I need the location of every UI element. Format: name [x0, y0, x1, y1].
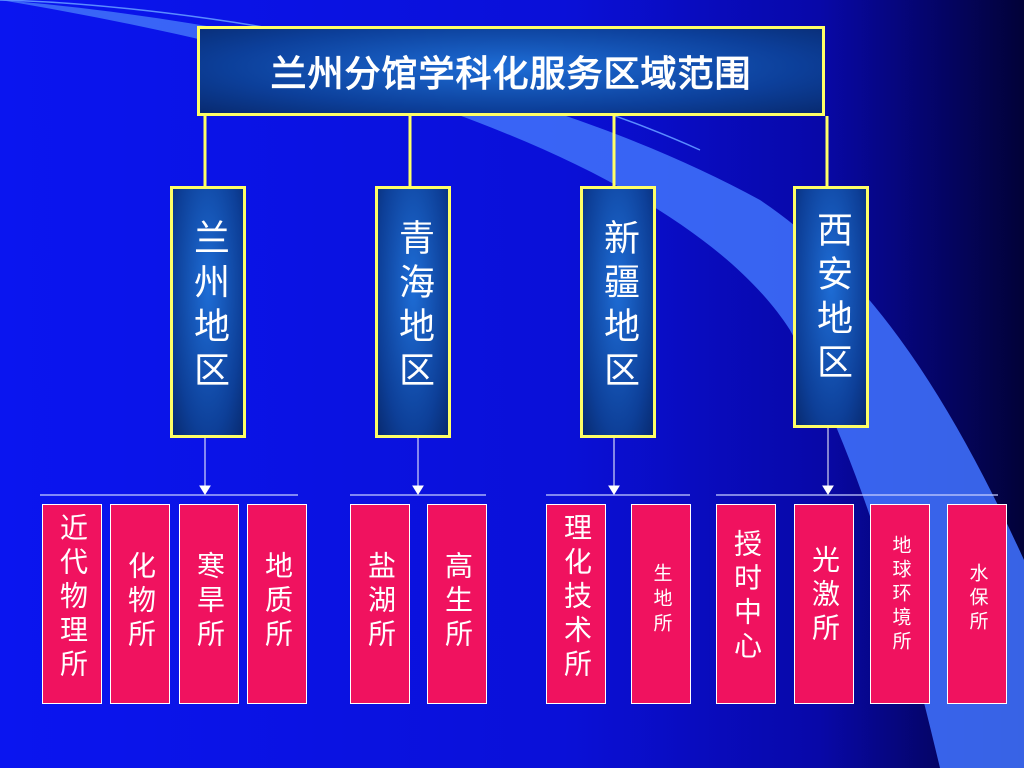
institute-box: 盐湖所 — [350, 504, 410, 704]
institute-box: 理化技术所 — [546, 504, 606, 704]
region-box-xian: 西安地区 — [793, 186, 869, 428]
region-box-lanzhou: 兰州地区 — [170, 186, 246, 438]
arrow-head — [608, 485, 620, 495]
arrow-head — [822, 485, 834, 495]
institute-label: 高生所 — [441, 551, 474, 653]
arrow-head — [412, 485, 424, 495]
arrow-head — [199, 485, 211, 495]
institute-label: 盐湖所 — [364, 551, 397, 653]
institute-box: 化物所 — [110, 504, 170, 704]
region-label: 西安地区 — [811, 211, 852, 387]
institute-label: 生地所 — [650, 563, 673, 638]
institute-label: 光激所 — [808, 545, 841, 647]
institute-label: 地球环境所 — [889, 535, 912, 655]
institute-label: 化物所 — [124, 551, 157, 653]
institute-box: 授时中心 — [716, 504, 776, 704]
region-label: 新疆地区 — [598, 219, 639, 395]
region-box-xinjiang: 新疆地区 — [580, 186, 656, 438]
institute-box: 地质所 — [247, 504, 307, 704]
diagram-title: 兰州分馆学科化服务区域范围 — [270, 54, 752, 95]
institute-label: 理化技术所 — [560, 513, 593, 683]
institute-label: 寒旱所 — [193, 551, 226, 653]
institute-box: 高生所 — [427, 504, 487, 704]
region-box-qinghai: 青海地区 — [375, 186, 451, 438]
institute-label: 近代物理所 — [56, 513, 89, 683]
institute-box: 寒旱所 — [179, 504, 239, 704]
institute-label: 水保所 — [966, 563, 989, 635]
institute-box: 地球环境所 — [870, 504, 930, 704]
institute-box: 近代物理所 — [42, 504, 102, 704]
region-label: 兰州地区 — [188, 219, 229, 395]
title-box: 兰州分馆学科化服务区域范围 — [197, 26, 825, 116]
connectors — [203, 116, 829, 188]
arrows — [199, 427, 834, 495]
institute-label: 地质所 — [261, 551, 294, 653]
institute-box: 水保所 — [947, 504, 1007, 704]
institute-box: 光激所 — [794, 504, 854, 704]
region-label: 青海地区 — [393, 219, 434, 395]
institute-box: 生地所 — [631, 504, 691, 704]
institute-label: 授时中心 — [730, 529, 763, 665]
